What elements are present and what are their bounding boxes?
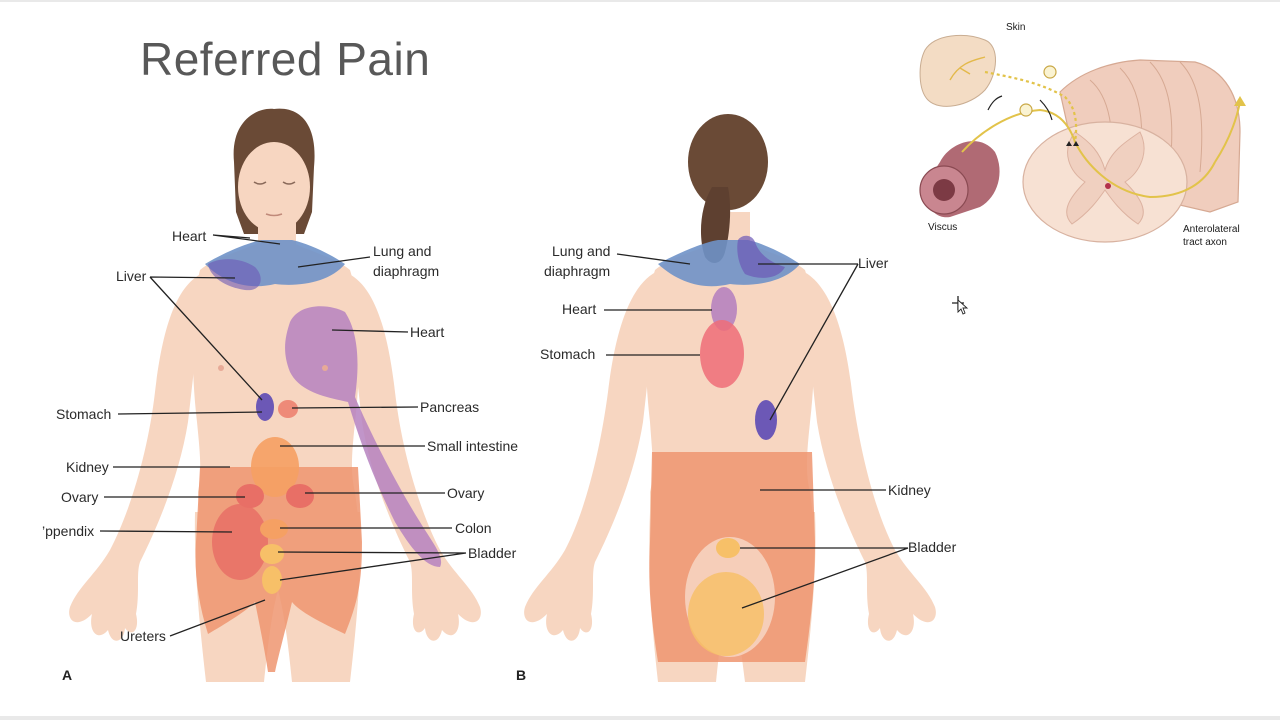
label-front-heart-arm: Heart: [410, 324, 444, 340]
label-front-pancreas: Pancreas: [420, 399, 479, 415]
label-front-ovary-left: Ovary: [61, 489, 98, 505]
back-left-arm: [524, 270, 660, 641]
inset-skin-patch: [919, 34, 996, 107]
label-back-liver: Liver: [858, 255, 889, 271]
front-right-arm: [345, 272, 481, 641]
label-back-heart: Heart: [562, 301, 596, 317]
label-front-colon: Colon: [455, 520, 492, 536]
front-leader-lines: [99, 234, 467, 637]
inset-segment-lines: [1089, 61, 1203, 173]
slide-title: Referred Pain: [140, 33, 431, 85]
label-back-lung: Lung and: [552, 243, 610, 259]
back-head: [688, 114, 768, 210]
front-figure: [69, 108, 481, 682]
front-left-arm: [69, 272, 205, 641]
front-face: [238, 142, 310, 232]
front-pancreas-zone: [278, 400, 298, 418]
label-front-bladder: Bladder: [468, 545, 517, 561]
mouse-cursor-icon: [952, 296, 969, 315]
front-heart-arm-zone: [285, 306, 442, 567]
front-eyes: [253, 181, 296, 185]
front-small-intestine-zone: [251, 437, 299, 497]
label-back-stomach: Stomach: [540, 346, 595, 362]
back-bladder-lower-zone: [688, 572, 764, 656]
panel-label-b: B: [516, 667, 526, 683]
label-back-bladder: Bladder: [908, 539, 957, 555]
front-appendix-zone: [212, 504, 268, 580]
back-liver-zone: [737, 235, 785, 278]
inset-arrow-right: [1039, 99, 1053, 121]
inset-viscus-lumen: [933, 179, 955, 201]
inset-synapse-marks: [1066, 141, 1079, 146]
label-front-appendix: ’ppendix: [42, 523, 94, 539]
back-labels: Lung and diaphragm Liver Heart Stomach K…: [516, 243, 957, 683]
label-front-lung: Lung and: [373, 243, 431, 259]
front-nipple-left: [218, 365, 224, 371]
front-liver-zone: [208, 259, 261, 291]
front-ovary-left-zone: [236, 484, 264, 508]
label-inset-tract-2: tract axon: [1183, 237, 1227, 248]
inset-ganglion-lower: [1019, 103, 1033, 117]
inset-skin-afferent: [984, 70, 1078, 143]
panel-label-a: A: [62, 667, 72, 683]
back-bladder-upper-zone: [716, 538, 740, 558]
back-leader-lines: [604, 253, 909, 609]
inset-central-canal: [1105, 183, 1111, 189]
label-back-kidney: Kidney: [888, 482, 931, 498]
inset-ganglion-upper: [1043, 65, 1057, 79]
label-front-ureters: Ureters: [120, 628, 166, 644]
front-bladder-zone: [260, 544, 284, 564]
front-labels: Heart Lung and diaphragm Liver Heart Pan…: [42, 228, 518, 683]
inset-skin-nerve: [949, 56, 986, 81]
label-front-kidney: Kidney: [66, 459, 109, 475]
front-colon-zone: [260, 519, 288, 539]
label-back-lung-2: diaphragm: [544, 263, 610, 279]
label-inset-skin: Skin: [1006, 22, 1025, 33]
label-front-heart-top: Heart: [172, 228, 206, 244]
back-liver-lower-zone: [755, 400, 777, 440]
label-front-ovary-right: Ovary: [447, 485, 484, 501]
front-nipple-right: [322, 365, 328, 371]
back-stomach-zone: [700, 320, 744, 388]
front-ovary-right-zone: [286, 484, 314, 508]
back-heart-zone: [711, 287, 737, 331]
inset-tract-arrow: [1234, 96, 1246, 106]
back-right-arm: [800, 270, 936, 641]
inset-labels: Skin Viscus Anterolateral tract axon: [928, 22, 1240, 248]
label-front-stomach: Stomach: [56, 406, 111, 422]
label-front-liver: Liver: [116, 268, 147, 284]
front-stomach-zone: [256, 393, 274, 421]
spinal-cord-inset: [919, 34, 1246, 243]
label-front-small-intestine: Small intestine: [427, 438, 518, 454]
label-inset-viscus: Viscus: [928, 222, 957, 233]
front-ureter-zone: [262, 566, 282, 594]
inset-arrow-left: [987, 95, 1003, 111]
back-figure: [524, 114, 936, 682]
label-inset-tract: Anterolateral: [1183, 224, 1240, 235]
front-mouth: [265, 213, 283, 217]
inset-tract-axon: [1214, 101, 1241, 163]
label-front-lung-2: diaphragm: [373, 263, 439, 279]
